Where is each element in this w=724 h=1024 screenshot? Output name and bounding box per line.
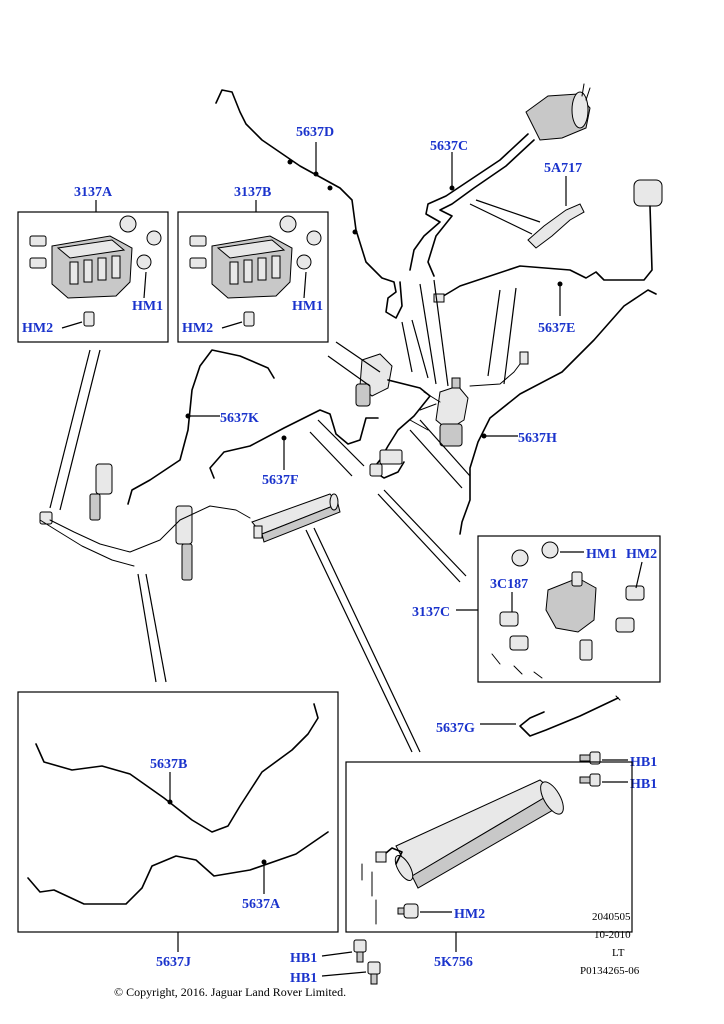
leader-HM1-b xyxy=(303,271,307,299)
accumulator-5K756 xyxy=(361,779,564,925)
label-3137A: 3137A xyxy=(74,185,113,200)
accumulator-leaders xyxy=(305,527,421,753)
label-3137C: 3137C xyxy=(412,605,450,620)
label-5K756: 5K756 xyxy=(434,955,473,970)
pipe-5637A xyxy=(27,831,329,905)
label-HM1-b: HM1 xyxy=(292,299,323,314)
leader-HB1-c xyxy=(321,951,353,957)
label-HB1-d: HB1 xyxy=(290,971,317,986)
leader-HM2-a xyxy=(61,321,83,329)
hose-5A717 xyxy=(469,199,585,249)
pipe-5637E xyxy=(433,179,663,303)
label-5A717: 5A717 xyxy=(544,161,582,176)
box-3137B xyxy=(177,211,329,343)
leader-HM2-c xyxy=(635,561,643,589)
label-5637G: 5637G xyxy=(436,721,475,736)
left-leaders xyxy=(49,349,167,683)
pipe-5637K xyxy=(127,349,275,505)
label-HM2-a: HM2 xyxy=(22,321,53,336)
box-5K756 xyxy=(345,761,633,933)
bolt-HB1-c xyxy=(353,939,367,963)
meta-ref: P0134265-06 xyxy=(580,965,640,977)
bolt-HB1-a xyxy=(579,751,601,765)
box-3137C xyxy=(477,535,661,683)
label-5637F: 5637F xyxy=(262,473,299,488)
label-5637A: 5637A xyxy=(242,897,281,912)
label-HB1-b: HB1 xyxy=(630,777,657,792)
meta-date: 10-2010 xyxy=(594,929,631,941)
label-5637E: 5637E xyxy=(538,321,575,336)
label-3C187: 3C187 xyxy=(490,577,528,592)
copyright-text: © Copyright, 2016. Jaguar Land Rover Lim… xyxy=(114,985,346,999)
canister-top xyxy=(525,83,591,141)
pipe-5637G xyxy=(519,695,621,737)
accumulator-center xyxy=(251,493,341,543)
label-HM2-c: HM2 xyxy=(626,547,657,562)
label-HB1-a: HB1 xyxy=(630,755,657,770)
valve-block-3137A xyxy=(29,215,162,327)
leader-HM1-a xyxy=(143,271,147,299)
bolt-HB1-d xyxy=(367,961,381,985)
label-5637B: 5637B xyxy=(150,757,187,772)
pipe-5637D xyxy=(215,89,403,319)
label-HM2-d: HM2 xyxy=(454,907,485,922)
label-5637D: 5637D xyxy=(296,125,334,140)
label-HM1-a: HM1 xyxy=(132,299,163,314)
bolt-HB1-b xyxy=(579,773,601,787)
valve-block-3137B xyxy=(189,215,322,327)
box-3137A xyxy=(17,211,169,343)
central-leaders xyxy=(309,279,517,583)
meta-side: LT xyxy=(612,947,625,959)
label-HM1-c: HM1 xyxy=(586,547,617,562)
label-5637H: 5637H xyxy=(518,431,557,446)
leader-HM2-b xyxy=(221,321,243,329)
central-assembly xyxy=(355,351,529,479)
left-struts xyxy=(39,463,251,581)
pipe-5637C xyxy=(409,133,535,277)
label-5637K: 5637K xyxy=(220,411,259,426)
meta-code: 2040505 xyxy=(592,911,631,923)
valve-block-3137C xyxy=(491,541,645,679)
label-5637C: 5637C xyxy=(430,139,468,154)
label-5637J: 5637J xyxy=(156,955,191,970)
label-HB1-c: HB1 xyxy=(290,951,317,966)
leader-HB1-d xyxy=(321,971,367,977)
label-HM2-b: HM2 xyxy=(182,321,213,336)
label-3137B: 3137B xyxy=(234,185,271,200)
bolt-HM2-d xyxy=(397,903,419,919)
